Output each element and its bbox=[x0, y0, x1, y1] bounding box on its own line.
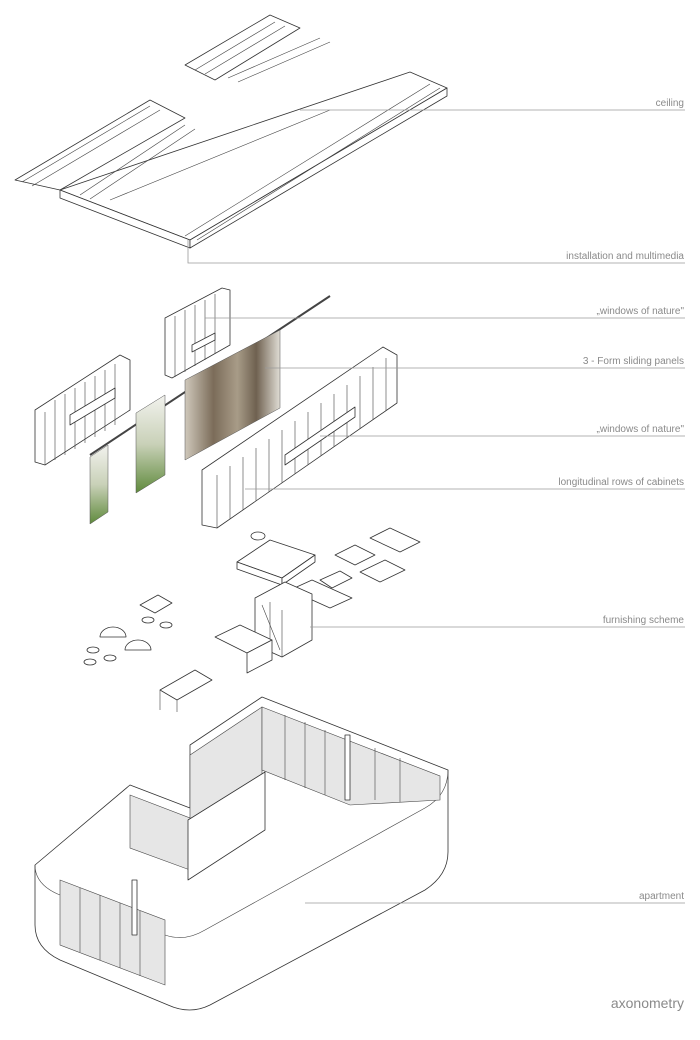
label-sliding-panels: 3 - Form sliding panels bbox=[583, 356, 684, 367]
label-apartment: apartment bbox=[639, 891, 684, 902]
diagram-title: axonometry bbox=[611, 995, 684, 1011]
label-furnishing: furnishing scheme bbox=[603, 615, 685, 626]
label-ceiling: ceiling bbox=[656, 98, 684, 109]
label-cabinets: longitudinal rows of cabinets bbox=[558, 477, 684, 488]
cabinet-left bbox=[34, 354, 131, 466]
label-installation: installation and multimedia bbox=[566, 251, 684, 262]
cabinet-top bbox=[164, 287, 231, 379]
label-windows-lower: „windows of nature" bbox=[597, 424, 685, 435]
furniture bbox=[83, 527, 421, 712]
leader-lines bbox=[187, 109, 685, 904]
ceiling-drawing bbox=[14, 14, 448, 249]
apartment-drawing bbox=[34, 696, 449, 1011]
label-windows-upper: „windows of nature" bbox=[597, 306, 685, 317]
sliding-panels bbox=[89, 295, 331, 525]
